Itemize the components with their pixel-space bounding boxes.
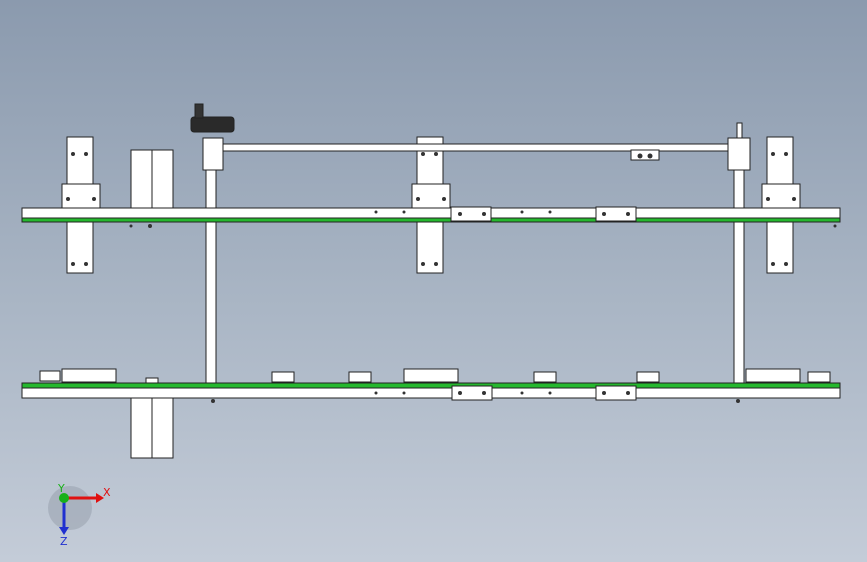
right-bearing-block (761, 183, 801, 209)
lower-splice-plate-right (595, 385, 637, 401)
handwheel[interactable] (190, 116, 235, 133)
upper-rail-green-strip (21, 217, 841, 223)
right-shaft-stub (736, 122, 743, 139)
sensor-block-5 (636, 371, 660, 383)
bolt-holes (66, 152, 837, 403)
upper-rail (21, 207, 841, 219)
left-shaft-coupling (202, 137, 224, 171)
sensor-bracket-1 (61, 368, 117, 383)
top-drive-shaft (211, 143, 748, 152)
left-vertical-column (205, 169, 217, 385)
shaft-center-bracket (630, 149, 660, 161)
left-bearing-block (61, 183, 101, 209)
right-vertical-column (733, 169, 745, 385)
sensor-block-2 (271, 371, 295, 383)
x-axis-label: X (103, 486, 111, 499)
sensor-block-3 (348, 371, 372, 383)
z-axis-label: Z (60, 535, 68, 548)
y-axis-label: Y (57, 482, 65, 495)
sensor-bracket-3 (745, 368, 801, 383)
lower-rail-green-strip (21, 382, 841, 389)
lower-splice-plate-left (451, 385, 493, 401)
upper-splice-plate-left (450, 206, 492, 222)
upper-splice-plate-right (595, 206, 637, 222)
sensor-block-1 (39, 370, 61, 382)
small-stop-block (145, 377, 159, 384)
sensor-block-6 (807, 371, 831, 383)
right-shaft-coupling (727, 137, 751, 171)
lower-rail (21, 387, 841, 399)
axes-triad: X Y Z (48, 482, 111, 548)
sensor-bracket-2 (403, 368, 459, 383)
center-bearing-block (411, 183, 451, 209)
sensor-block-4 (533, 371, 557, 383)
handwheel-knob[interactable] (194, 103, 204, 119)
